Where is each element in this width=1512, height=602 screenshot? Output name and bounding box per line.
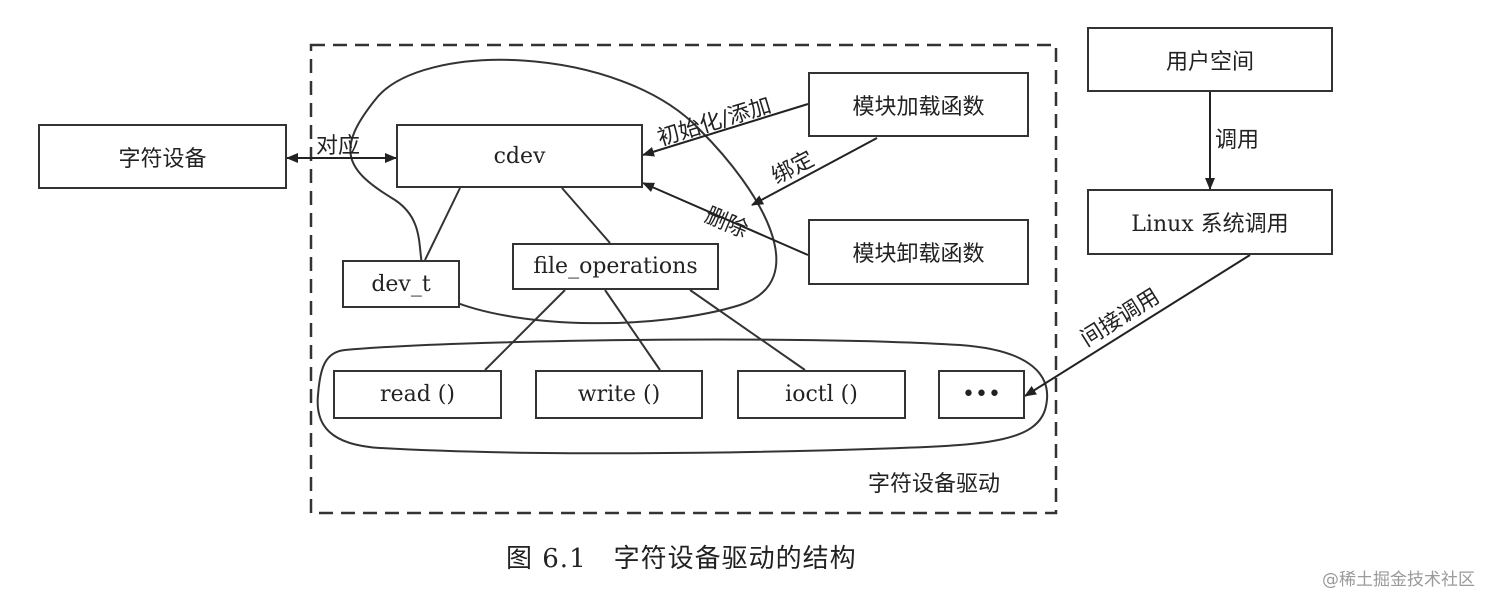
file-operations-box: file_operations xyxy=(512,243,719,290)
module-unload-box: 模块卸载函数 xyxy=(808,219,1029,285)
cdev-label: cdev xyxy=(493,143,546,169)
cdev-devt-edge xyxy=(424,187,461,261)
devt-box: dev_t xyxy=(342,260,460,308)
devt-label: dev_t xyxy=(371,271,431,297)
correspond-label: 对应 xyxy=(316,134,361,159)
fops-write-edge xyxy=(604,289,661,371)
driver-region-label: 字符设备驱动 xyxy=(868,472,1001,497)
module-load-box: 模块加载函数 xyxy=(808,72,1029,137)
cdev-fops-edge xyxy=(561,187,611,244)
call-label: 调用 xyxy=(1215,128,1260,153)
ioctl-label: ioctl () xyxy=(785,382,858,407)
linux-syscall-label: Linux 系统调用 xyxy=(1131,212,1289,237)
cdev-blob xyxy=(349,58,778,325)
file-operations-label: file_operations xyxy=(533,254,698,279)
module-load-label: 模块加载函数 xyxy=(852,94,985,120)
user-space-label: 用户空间 xyxy=(1165,49,1254,75)
ioctl-box: ioctl () xyxy=(737,370,906,419)
read-box: read () xyxy=(333,370,502,419)
delete-edge xyxy=(642,182,809,256)
cdev-box: cdev xyxy=(396,124,643,188)
functions-blob xyxy=(316,338,1049,455)
driver-region xyxy=(309,43,1058,515)
indirect-call-edge xyxy=(1024,254,1251,397)
write-label: write () xyxy=(577,382,661,407)
write-box: write () xyxy=(535,370,703,419)
more-box: ••• xyxy=(938,370,1025,419)
watermark: @稀土掘金技术社区 xyxy=(1322,570,1475,590)
bind-edge xyxy=(751,137,878,206)
linux-syscall-box: Linux 系统调用 xyxy=(1087,189,1333,255)
fops-read-edge xyxy=(484,289,566,371)
fops-ioctl-edge xyxy=(689,289,806,371)
module-unload-label: 模块卸载函数 xyxy=(852,242,985,267)
char-device-label: 字符设备 xyxy=(118,146,207,172)
read-label: read () xyxy=(380,382,455,407)
char-device-box: 字符设备 xyxy=(38,124,287,189)
more-label: ••• xyxy=(962,382,1001,407)
user-space-box: 用户空间 xyxy=(1087,27,1333,92)
init-add-edge xyxy=(642,103,809,157)
figure-caption: 图 6.1 字符设备驱动的结构 xyxy=(506,544,857,574)
